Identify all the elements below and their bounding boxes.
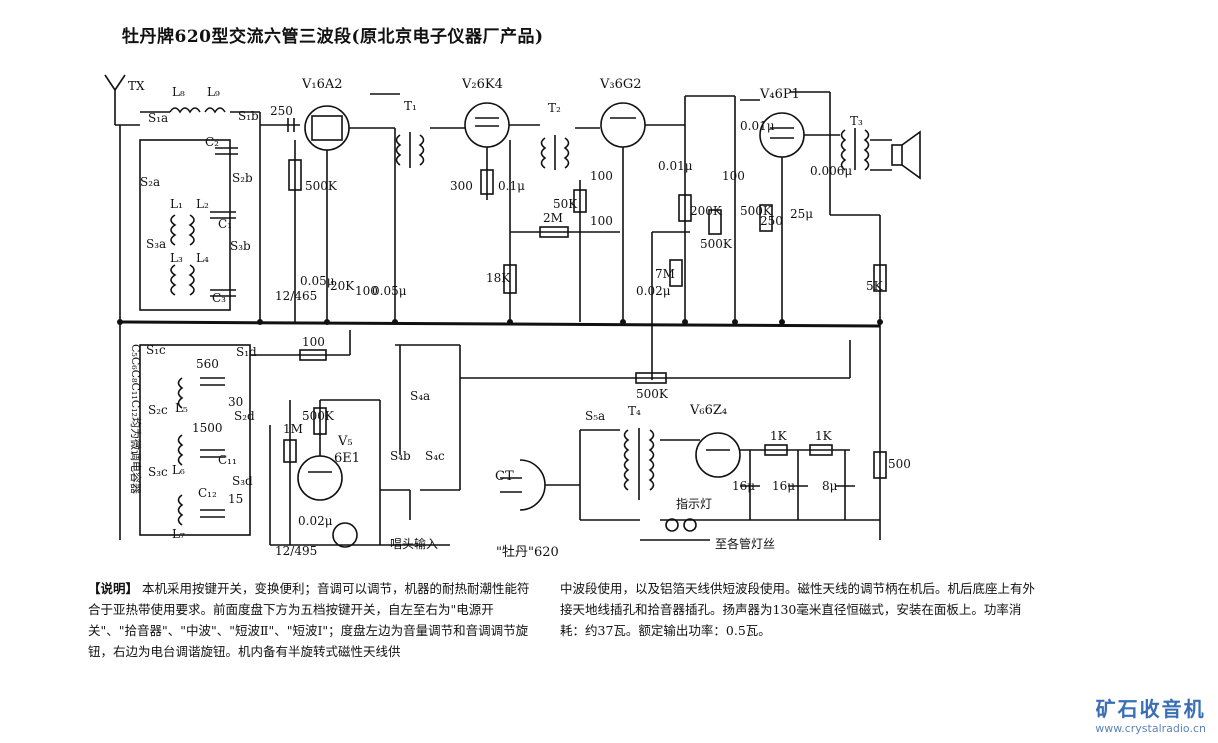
cap-005u-label: 0.05μ [300,274,335,288]
tube-v5-label: V₅ [337,434,353,449]
cap-16u-a-label: 16μ [732,479,755,493]
coil-l7-label: L₇ [172,527,185,541]
coil-l5-label: L₅ [175,401,188,415]
cap-12-495-label: 12/495 [275,544,317,558]
cap-0006u-label: 0.006μ [810,164,852,178]
resistor-500k-label: 500K [305,179,338,193]
cap-002u-b-label: 0.02μ [298,514,333,528]
antenna-label: TX [128,79,145,93]
cap-15-label: 15 [228,492,243,506]
switch-s2d-label: S₂d [234,409,255,423]
resistor-20k-label: 20K [330,279,355,293]
resistor-1m-label: 1M [283,422,303,436]
switch-s1b-label: S₁b [238,109,259,123]
coil-l4-label: L₄ [196,251,209,265]
cap-16u-b-label: 16μ [772,479,795,493]
resistor-1k-a-label: 1K [770,429,788,443]
switch-s4c-label: S₄c [425,449,445,463]
resistor-200k-label: 200K [690,204,723,218]
switch-s4a-label: S₄a [410,389,430,403]
switch-s3d-label: S₃d [232,474,253,488]
cap-c3-label: C₃ [212,291,226,305]
resistor-300-label: 300 [450,179,473,193]
tube-v4-label: V₄6P1 [759,87,800,102]
watermark-url: www.crystalradio.cn [1095,722,1206,735]
coil-l9-label: L₉ [207,85,220,99]
cap-560-label: 560 [196,357,219,371]
resistor-500k-c-label: 500K [740,204,773,218]
coil-l6-label: L₆ [172,463,185,477]
brand-label: "牡丹"620 [496,545,559,560]
resistor-500k-d-label: 500K [302,409,335,423]
resistor-1k-b-label: 1K [815,429,833,443]
transformer-t2-label: T₂ [548,101,561,115]
resistor-500-label: 500 [888,457,911,471]
switch-s1a-label: S₁a [148,111,168,125]
cap-8u-label: 8μ [822,479,838,493]
cap-c12-label: C₁₂ [198,486,217,500]
cap-01u-label: 0.1μ [498,179,525,193]
cap-100b-label: 100 [590,214,613,228]
resistor-500k-b-label: 500K [700,237,733,251]
cap-c2-label: C₂ [205,135,219,149]
cap-250-label: 250 [270,104,293,118]
switch-s3a-label: S₃a [146,237,166,251]
cap-25u-label: 25μ [790,207,813,221]
explanation-right: 中波段使用，以及铝箔天线供短波段使用。磁性天线的调节柄在机后。机后底座上有外接天… [560,581,1036,638]
switch-s3b-label: S₃b [230,239,251,253]
explanation-left-text: 本机采用按键开关，变换便利；音调可以调节，机器的耐热耐潮性能符合于亚热带使用要求… [88,581,530,659]
cap-30-label: 30 [228,395,243,409]
switch-s1c-label: S₁c [146,343,166,357]
cap-001u-label: 0.01μ [658,159,693,173]
cap-c1-label: C₁ [218,217,232,231]
circuit-schematic: TX L₈ L₉ S₁a S₂a S₃a S₁b S₂b S₃b L₁ L₂ L… [104,74,921,560]
switch-s5a-label: S₅a [585,409,605,423]
resistor-250b-label: 250 [760,214,783,228]
coil-l2-label: L₂ [196,197,209,211]
trimmer-note-label: C₅C₆C₈C₁₁C₁₂均为微调电容器 [129,344,143,494]
power-plug-label: CT [495,469,514,484]
resistor-5k-label: 5K [866,279,884,293]
tube-v6-label: V₆6Z₄ [689,403,727,418]
tube-v5-type-label: 6E1 [334,451,360,466]
switch-s2c-label: S₂c [148,403,168,417]
watermark: 矿石收音机 www.crystalradio.cn [1095,693,1206,735]
filament-note-label: 至各管灯丝 [715,536,775,551]
cap-005u-b-label: 0.05μ [372,284,407,298]
tube-v1-label: V₁6A2 [301,77,343,92]
page-title: 牡丹牌620型交流六管三波段(原北京电子仪器厂产品) [122,27,544,47]
resistor-50k-label: 50K [553,197,578,211]
cap-1500-label: 1500 [192,421,223,435]
transformer-t3-label: T₃ [850,114,863,128]
coil-l1-label: L₁ [170,197,183,211]
cap-002u-label: 0.02μ [636,284,671,298]
cap-12-465-label: 12/465 [275,289,317,303]
cap-c11-label: C₁₁ [218,453,237,467]
pickup-input-label: 唱头输入 [390,536,438,551]
switch-s2b-label: S₂b [232,171,253,185]
cap-100d-label: 100 [722,169,745,183]
cap-100c-label: 100 [355,284,378,298]
tube-v3-label: V₃6G2 [599,77,642,92]
explanation-heading: 【说明】 [88,581,139,596]
watermark-name: 矿石收音机 [1095,697,1206,721]
coil-l3-label: L₃ [170,251,183,265]
switch-s2a-label: S₂a [140,175,160,189]
volume-pot-label: 500K [636,387,669,401]
switch-s3c-label: S₃c [148,465,168,479]
cap-100a-label: 100 [590,169,613,183]
indicator-lamp-label: 指示灯 [676,496,712,511]
switch-s1d-label: S₁d [236,345,257,359]
resistor-2m-label: 2M [543,211,563,225]
transformer-t4-label: T₄ [628,404,641,418]
resistor-18k-label: 18K [486,271,511,285]
resistor-7m-label: 7M [655,267,675,281]
coil-l8-label: L₈ [172,85,185,99]
transformer-t1-label: T₁ [404,99,417,113]
cap-001u-b-label: 0.01μ [740,119,775,133]
resistor-100b-label: 100 [302,335,325,349]
switch-s4b-label: S₄b [390,449,411,463]
tube-v2-label: V₂6K4 [461,77,503,92]
explanation-left: 【说明】 本机采用按键开关，变换便利；音调可以调节，机器的耐热耐潮性能符合于亚热… [88,578,538,662]
